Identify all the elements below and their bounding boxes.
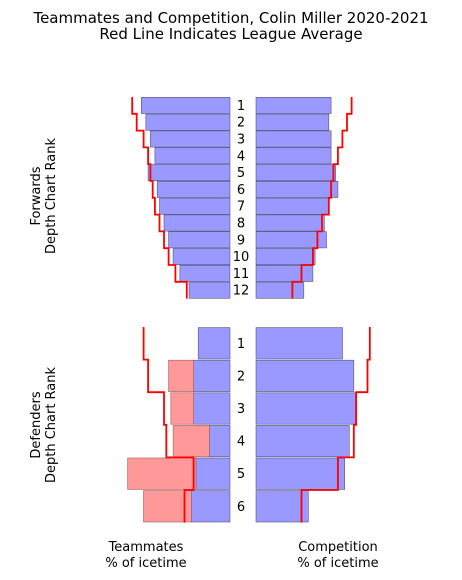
forwards-rank-label-12: 12 xyxy=(233,284,250,299)
forwards-rank-label-4: 4 xyxy=(237,149,245,164)
defenders-competition-bar-5 xyxy=(255,457,345,490)
defenders-rank-label-5: 5 xyxy=(237,467,245,482)
defenders-teammates-average-line xyxy=(142,327,195,523)
defenders-competition-average-line xyxy=(300,327,371,523)
defenders-rank-label-2: 2 xyxy=(237,369,245,384)
defenders-rank-label-3: 3 xyxy=(237,402,245,417)
defenders-teammates-bar-5 xyxy=(195,457,231,490)
forwards-competition-bar-6 xyxy=(255,181,339,198)
forwards-rank-label-5: 5 xyxy=(237,166,245,181)
forwards-rank-label-2: 2 xyxy=(237,116,245,131)
defenders-teammates-bar-2 xyxy=(193,359,231,392)
chart-title-line-1: Teammates and Competition, Colin Miller … xyxy=(32,9,428,27)
defenders-teammates-highlight-bar-3 xyxy=(170,392,194,425)
forwards-teammates-bar-8 xyxy=(163,214,231,232)
defenders-teammates-highlight-bar-2 xyxy=(168,359,194,392)
forwards-teammates-bar-11 xyxy=(179,264,231,282)
forwards-teammates-bar-12 xyxy=(188,281,231,299)
forwards-teammates-bar-9 xyxy=(168,231,231,249)
forwards-ylabel: Forwards Depth Chart Rank xyxy=(29,138,59,255)
forwards-rank-label-9: 9 xyxy=(237,233,245,248)
defenders-competition-bar-6 xyxy=(255,490,309,523)
forwards-competition-bar-8 xyxy=(255,214,325,232)
forwards-rank-label-3: 3 xyxy=(237,133,245,148)
forwards-rank-label-1: 1 xyxy=(237,99,245,114)
forwards-rank-label-6: 6 xyxy=(237,183,245,198)
chart-title-line-2: Red Line Indicates League Average xyxy=(99,25,362,43)
defenders-teammates-highlight-bar-5 xyxy=(127,457,197,490)
forwards-teammates-bar-10 xyxy=(172,248,231,266)
defenders-teammates-bar-6 xyxy=(191,490,231,523)
forwards-competition-bar-9 xyxy=(255,231,327,249)
defenders-teammates-bar-4 xyxy=(209,425,231,458)
defenders-ylabel-line-1: Defenders xyxy=(29,391,44,458)
teammates-xlabel-line-1: Teammates xyxy=(108,540,184,555)
forwards-ylabel-line-2: Depth Chart Rank xyxy=(44,138,59,255)
forwards-rank-label-7: 7 xyxy=(237,200,245,215)
defenders-panel: 1 2 3 4 5 6 xyxy=(127,327,371,523)
defenders-rank-label-4: 4 xyxy=(237,435,245,450)
forwards-teammates-bar-4 xyxy=(154,147,231,165)
defenders-rank-label-6: 6 xyxy=(237,500,245,515)
forwards-teammates-bar-7 xyxy=(159,197,231,215)
forwards-competition-bar-5 xyxy=(255,164,336,182)
defenders-teammates-highlight-bar-4 xyxy=(172,425,210,458)
chart-title: Teammates and Competition, Colin Miller … xyxy=(32,9,428,43)
forwards-rank-label-8: 8 xyxy=(237,217,245,232)
defenders-ylabel: Defenders Depth Chart Rank xyxy=(29,367,59,484)
defenders-teammates-bar-1 xyxy=(197,327,231,360)
defenders-competition-bar-2 xyxy=(255,359,355,392)
forwards-competition-bar-2 xyxy=(255,113,330,131)
teammates-xlabel-line-2: % of icetime xyxy=(105,556,186,571)
forwards-rank-label-10: 10 xyxy=(233,250,250,265)
forwards-teammates-bar-3 xyxy=(150,130,231,148)
forwards-competition-bar-11 xyxy=(255,264,314,282)
forwards-competition-bar-12 xyxy=(255,281,305,299)
competition-xlabel-line-2: % of icetime xyxy=(297,556,378,571)
defenders-rank-label-1: 1 xyxy=(237,337,245,352)
forwards-teammates-bar-6 xyxy=(156,181,231,198)
teammates-xlabel: Teammates % of icetime xyxy=(105,540,186,571)
forwards-competition-bar-3 xyxy=(255,130,332,148)
defenders-competition-bar-1 xyxy=(255,327,343,360)
forwards-teammates-bar-1 xyxy=(141,97,231,114)
competition-xlabel-line-1: Competition xyxy=(298,540,378,555)
defenders-ylabel-line-2: Depth Chart Rank xyxy=(44,367,59,484)
defenders-teammates-highlight-bar-6 xyxy=(143,490,192,523)
defenders-competition-bar-4 xyxy=(255,425,350,458)
forwards-competition-bar-7 xyxy=(255,197,330,215)
forwards-teammates-average-line xyxy=(131,97,188,299)
forwards-competition-bar-10 xyxy=(255,248,316,266)
forwards-ylabel-line-1: Forwards xyxy=(29,166,44,225)
forwards-teammates-bar-2 xyxy=(145,113,231,131)
defenders-teammates-bar-3 xyxy=(193,392,231,425)
forwards-competition-bar-1 xyxy=(255,97,332,114)
defenders-competition-bar-3 xyxy=(255,392,357,425)
forwards-competition-bar-4 xyxy=(255,147,332,165)
forwards-competition-average-line xyxy=(291,97,353,299)
forwards-teammates-bar-5 xyxy=(147,164,231,182)
competition-xlabel: Competition % of icetime xyxy=(297,540,378,571)
forwards-rank-label-11: 11 xyxy=(233,267,250,282)
